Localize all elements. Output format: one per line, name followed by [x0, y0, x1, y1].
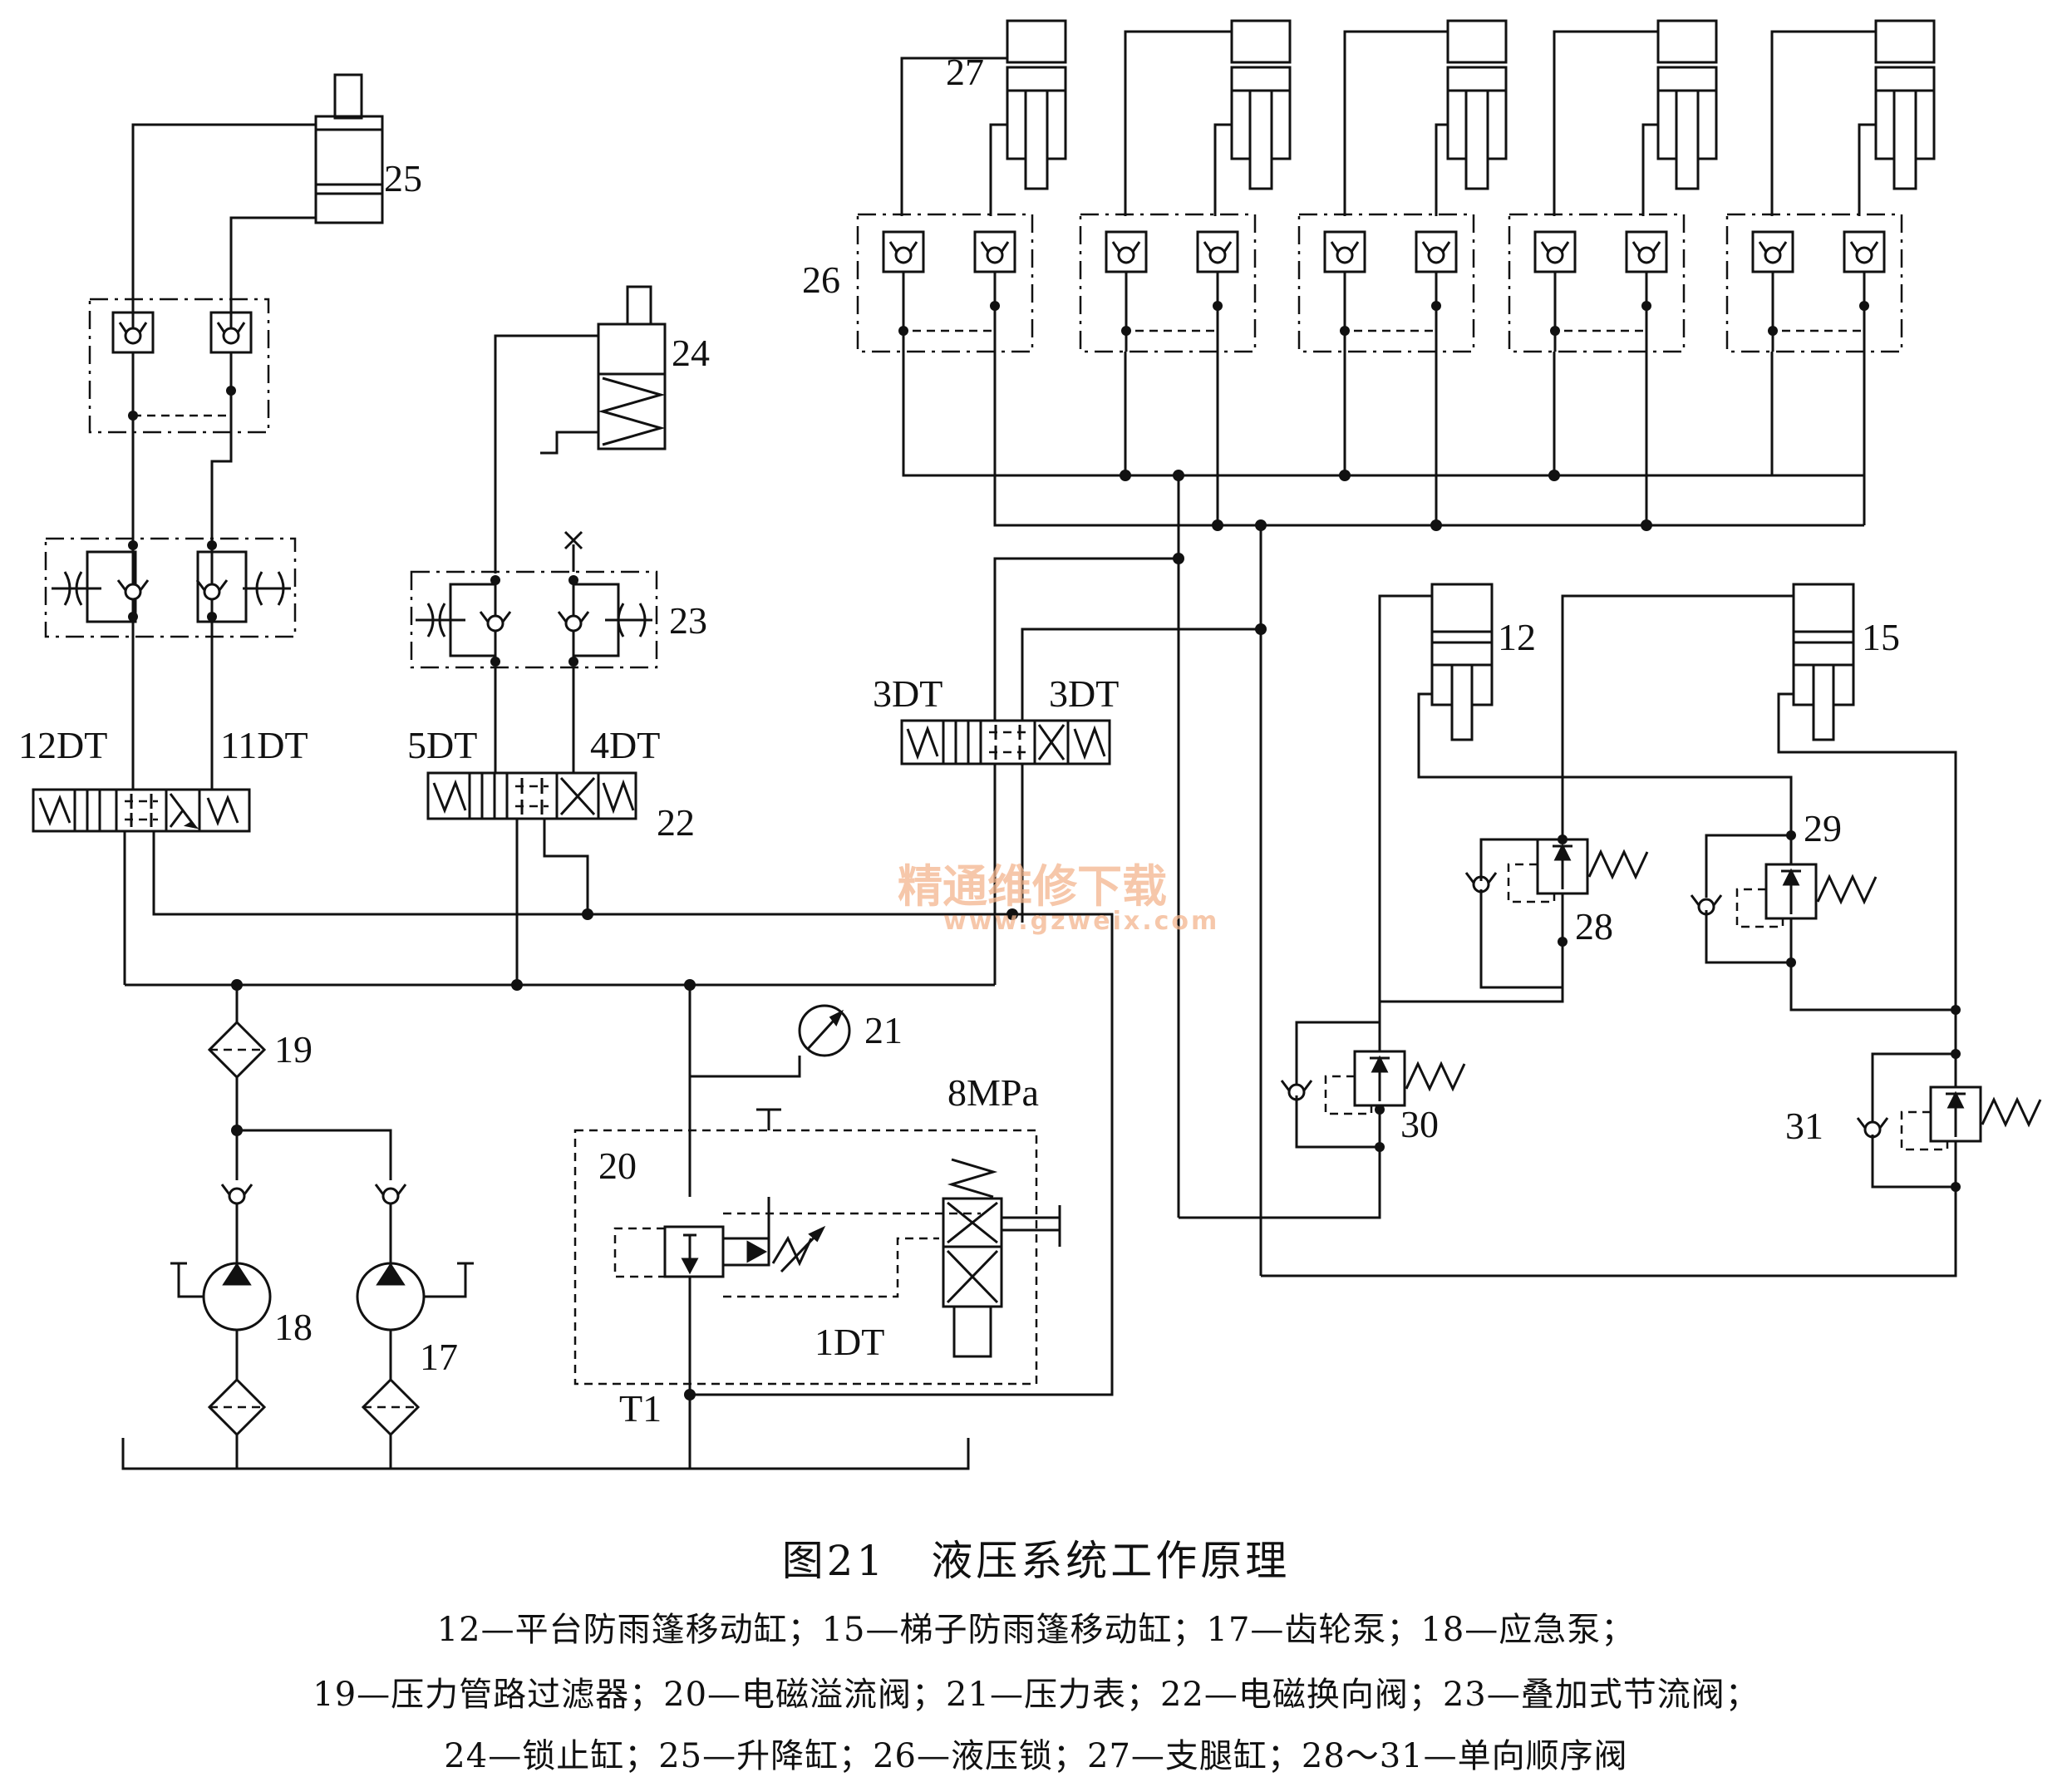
- outrigger-cylinders-27: [1006, 19, 1936, 190]
- label-21: 21: [864, 1009, 903, 1051]
- lock-cylinder-24: [540, 285, 667, 455]
- legend-line-3: 24—锁止缸；25—升降缸；26—液压锁；27—支腿缸；28～31—单向顺序阀: [444, 1737, 1628, 1775]
- pressure-filter-19: [207, 985, 392, 1180]
- label-t1: T1: [619, 1387, 662, 1430]
- label-23: 23: [669, 599, 707, 642]
- label-31: 31: [1785, 1105, 1823, 1147]
- label-26: 26: [802, 258, 840, 301]
- gear-pump-17: [356, 1183, 474, 1469]
- label-30: 30: [1400, 1103, 1439, 1145]
- pressure-line: [125, 908, 1114, 1400]
- directional-valve-12dt-11dt: [32, 788, 251, 833]
- label-3dt-right: 3DT: [1049, 672, 1119, 715]
- sequence-valve-30: [1280, 989, 1464, 1152]
- ladder-canopy-cylinder-15: [1792, 583, 1855, 741]
- component-labels: 25 24 23 22 12DT 11DT 5DT 4DT 3DT 3DT 27…: [18, 51, 1900, 1430]
- lift-cylinder-25: [314, 73, 384, 224]
- label-4dt: 4DT: [590, 724, 660, 766]
- label-8mpa: 8MPa: [947, 1071, 1039, 1114]
- sequence-valve-31: [1856, 1005, 2040, 1192]
- solenoid-relief-valve-20: [573, 1108, 1061, 1386]
- watermark-text: 精通维修下载: [898, 860, 1167, 913]
- stacked-throttle-valve-23: [410, 530, 658, 669]
- watermark: 精通维修下载 www.gzweix.com: [898, 860, 1219, 936]
- label-28: 28: [1575, 905, 1613, 948]
- oil-tank: [121, 1277, 970, 1470]
- hydraulic-lock-25: [88, 298, 270, 434]
- sequence-valve-29: [1690, 830, 1876, 967]
- label-19: 19: [274, 1028, 313, 1071]
- label-22: 22: [657, 801, 695, 844]
- label-17: 17: [420, 1336, 458, 1378]
- label-24: 24: [672, 332, 710, 374]
- label-5dt: 5DT: [407, 724, 477, 766]
- hydraulic-schematic: 25 24 23 22 12DT 11DT 5DT 4DT 3DT 3DT 27…: [18, 19, 2072, 1470]
- label-29: 29: [1804, 807, 1842, 849]
- hydraulic-locks-26: [858, 214, 1902, 352]
- label-3dt-left: 3DT: [873, 672, 942, 715]
- watermark-url: www.gzweix.com: [943, 907, 1219, 936]
- figure-title: 图21 液压系统工作原理: [781, 1537, 1291, 1585]
- directional-valve-22: [426, 771, 637, 820]
- label-18: 18: [274, 1306, 313, 1348]
- label-12: 12: [1498, 616, 1536, 658]
- label-15: 15: [1862, 616, 1900, 658]
- label-12dt: 12DT: [18, 724, 107, 766]
- label-20: 20: [598, 1144, 637, 1187]
- legend-line-1: 12—平台防雨篷移动缸；15—梯子防雨篷移动缸；17—齿轮泵；18—应急泵；: [436, 1611, 1636, 1649]
- label-27: 27: [946, 51, 984, 93]
- throttle-valve-stack-25: [44, 537, 297, 638]
- directional-valve-3dt: [900, 719, 1111, 765]
- label-11dt: 11DT: [220, 724, 308, 766]
- pressure-gauge-21: [690, 1004, 851, 1078]
- sequence-valve-28: [1464, 777, 1647, 989]
- label-1dt: 1DT: [815, 1321, 884, 1363]
- outrigger-cylinder-lines: [900, 30, 1876, 216]
- emergency-pump-18: [170, 1130, 272, 1469]
- canopy-cylinder-12: [1430, 583, 1494, 741]
- outrigger-manifold: [902, 352, 1866, 1276]
- legend-line-2: 19—压力管路过滤器；20—电磁溢流阀；21—压力表；22—电磁换向阀；23—叠…: [313, 1676, 1759, 1714]
- label-25: 25: [384, 157, 422, 199]
